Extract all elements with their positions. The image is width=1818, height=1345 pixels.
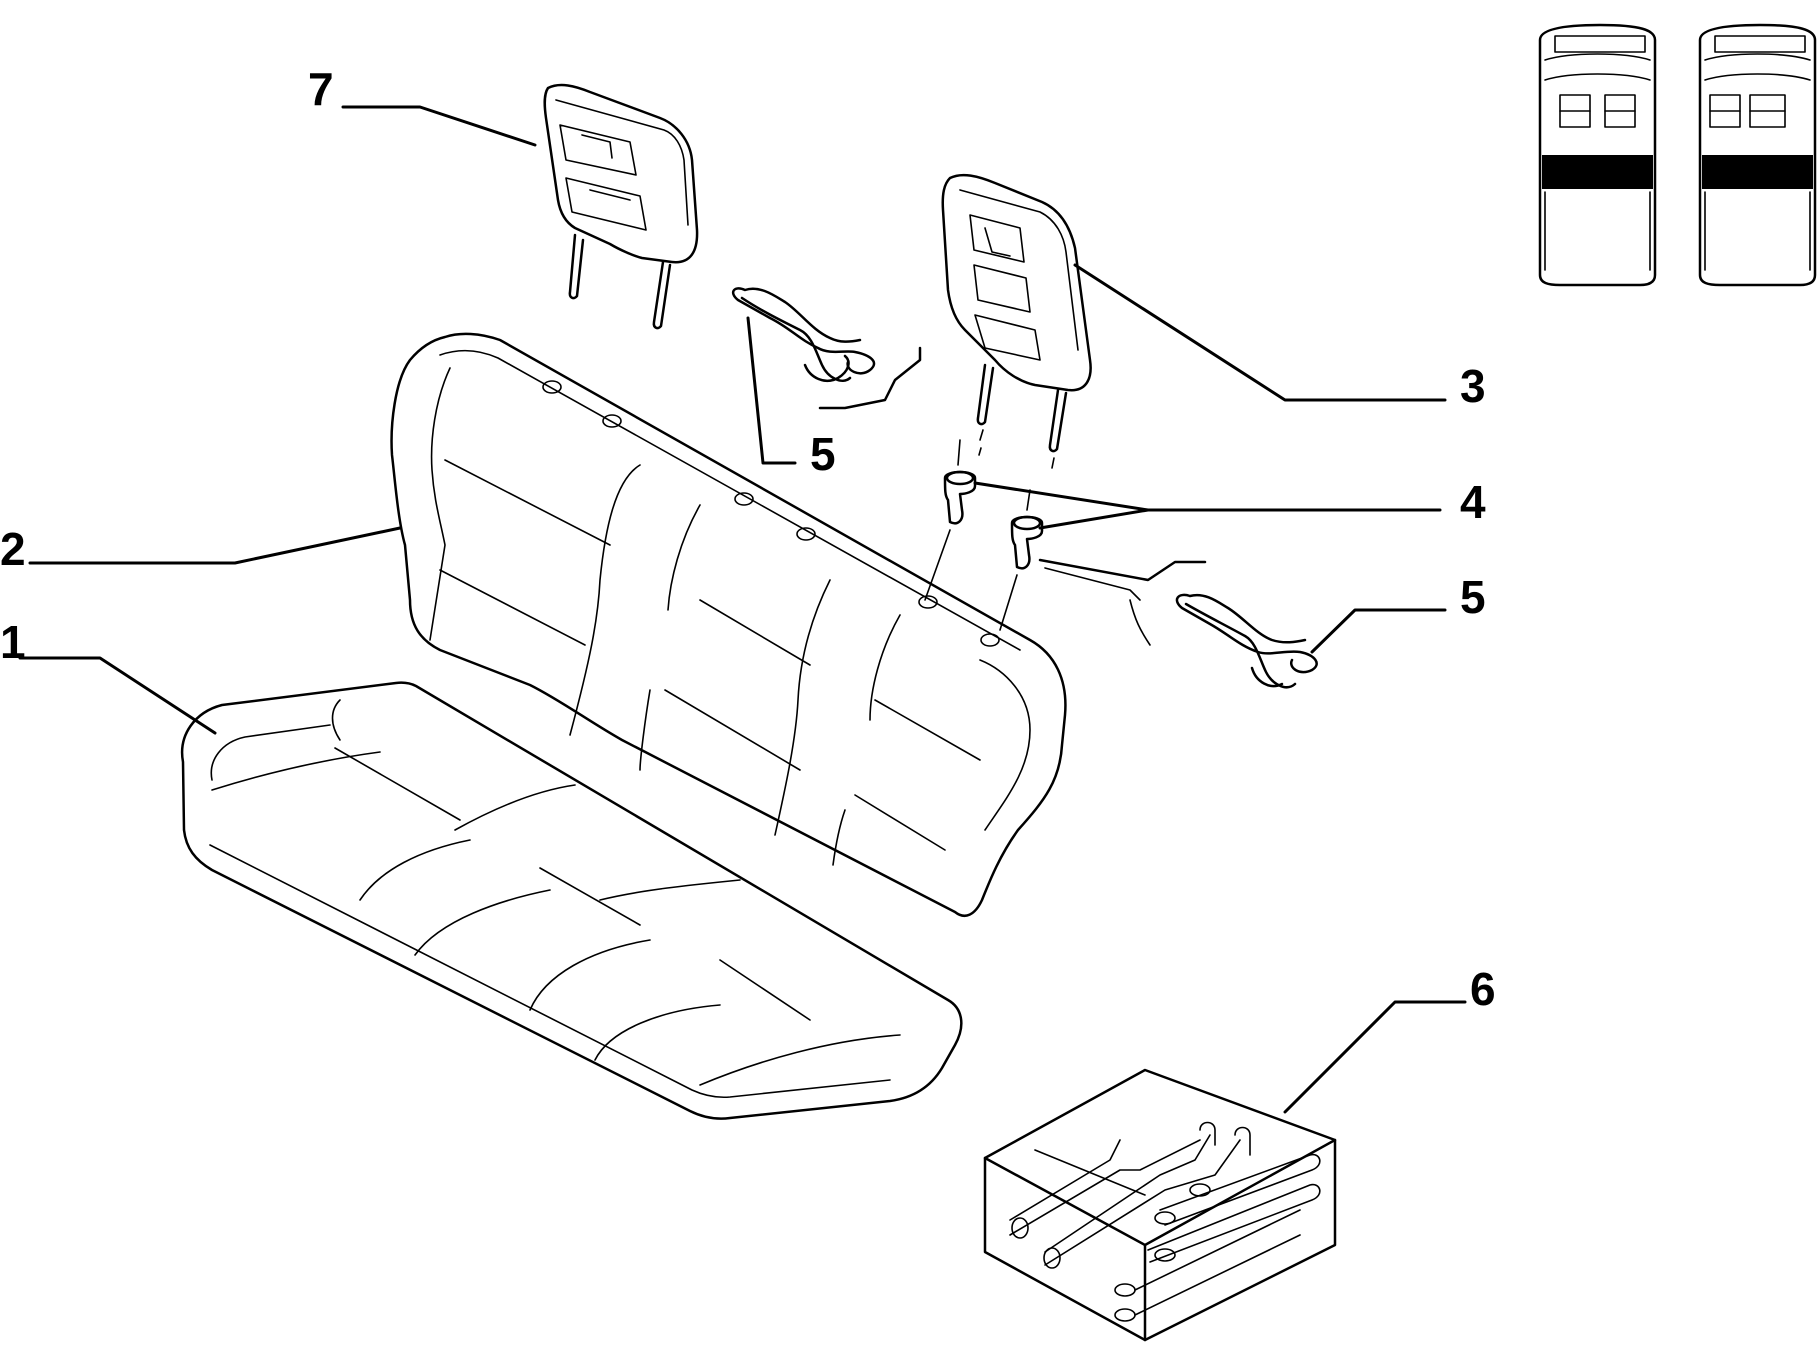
callout-7: 7 [308,63,334,115]
spring-kit-box [983,1068,1337,1342]
callout-6: 6 [1470,963,1496,1015]
callout-5-upper: 5 [810,428,836,480]
callout-1: 1 [0,616,26,668]
callout-5-lower: 5 [1460,571,1486,623]
seat-configuration-icon-right [1698,23,1817,287]
rear-seat-cushion [180,681,963,1120]
callout-2: 2 [0,523,26,575]
spring-clip-lower [1038,558,1318,689]
leader-lines [18,105,1467,1114]
headrest-right [941,173,1092,469]
headrest-guide-bushings [924,439,1044,631]
seat-configuration-icon-left [1538,23,1657,287]
headrest-left [543,83,699,330]
spring-clip-upper [731,287,922,410]
rear-seat-backrest [390,332,1067,917]
callout-3: 3 [1460,360,1486,412]
callout-4: 4 [1460,476,1486,528]
